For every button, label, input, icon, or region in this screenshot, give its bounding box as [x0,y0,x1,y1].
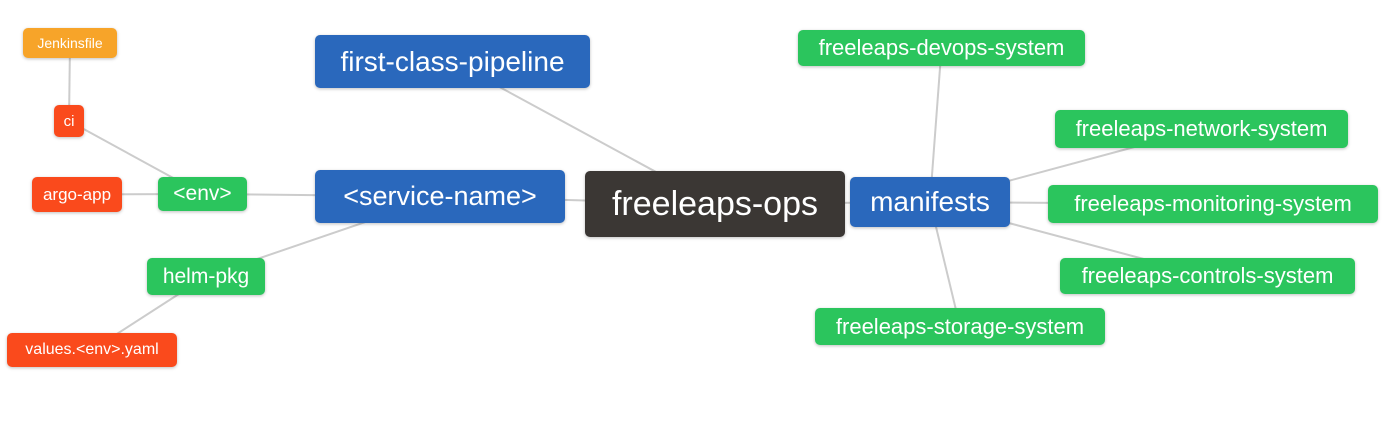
node-service-name[interactable]: <service-name> [315,170,565,223]
node-label: first-class-pipeline [340,45,565,77]
node-ci[interactable]: ci [54,105,84,137]
node-first-class-pipeline[interactable]: first-class-pipeline [315,35,590,88]
node-label: values.<env>.yaml [25,341,159,358]
node-freeleaps-monitoring-system[interactable]: freeleaps-monitoring-system [1048,185,1378,223]
node-freeleaps-devops-system[interactable]: freeleaps-devops-system [798,30,1085,66]
node-label: <env> [173,182,232,205]
edge-manifests-to-freeleaps-devops-system [929,47,943,203]
node-freeleaps-controls-system[interactable]: freeleaps-controls-system [1060,258,1355,294]
node-label: argo-app [42,184,112,204]
node-label: manifests [870,186,990,217]
node-label: freeleaps-ops [611,184,818,223]
node-argo-app[interactable]: argo-app [32,177,122,212]
node-label: Jenkinsfile [37,35,103,51]
node-helm-pkg[interactable]: helm-pkg [147,258,265,295]
node-label: freeleaps-monitoring-system [1074,191,1352,216]
node-label: ci [63,112,75,130]
node-values-env-yaml[interactable]: values.<env>.yaml [7,333,177,367]
node-jenkinsfile[interactable]: Jenkinsfile [23,28,117,58]
node-manifests[interactable]: manifests [850,177,1010,227]
node-freeleaps-network-system[interactable]: freeleaps-network-system [1055,110,1348,148]
node-label: freeleaps-storage-system [835,313,1085,339]
node-label: freeleaps-devops-system [818,35,1065,60]
node-freeleaps-storage-system[interactable]: freeleaps-storage-system [815,308,1105,345]
node-label: helm-pkg [162,264,250,288]
node-label: freeleaps-controls-system [1081,263,1334,288]
node-freeleaps-ops[interactable]: freeleaps-ops [585,171,845,237]
node-label: freeleaps-network-system [1075,116,1328,141]
node-label: <service-name> [343,181,537,211]
node-env[interactable]: <env> [158,177,247,211]
